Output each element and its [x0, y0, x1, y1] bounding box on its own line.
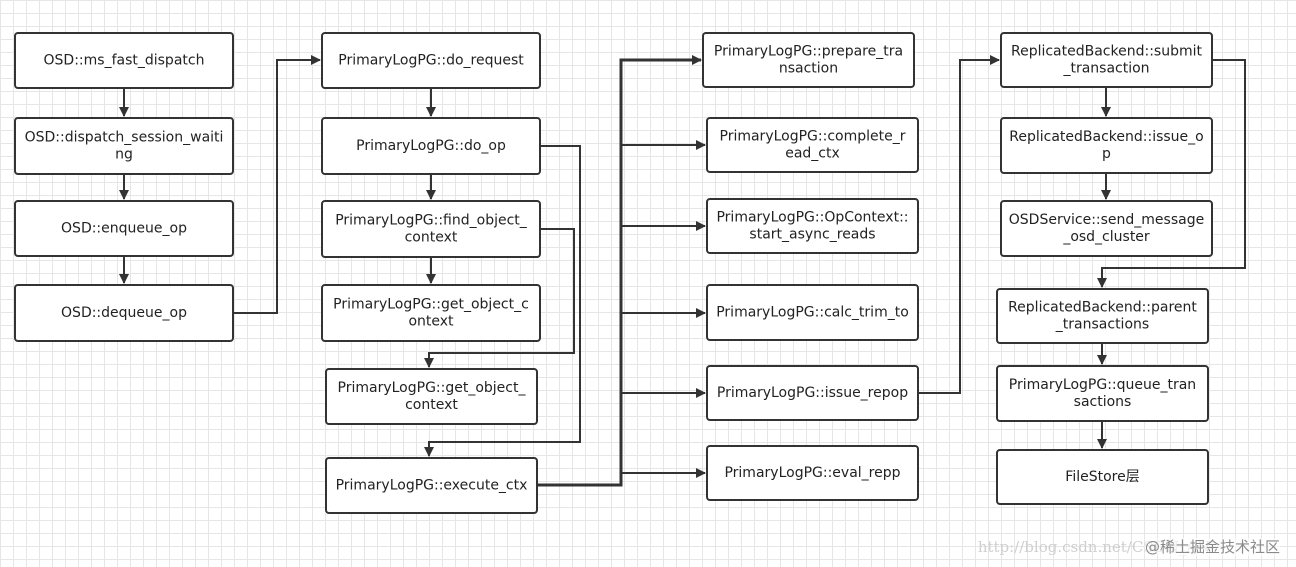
node-label-line: PrimaryLogPG::queue_tran: [1009, 377, 1196, 393]
node-label-line: FileStore层: [1065, 469, 1139, 485]
node-osdservice-send-message-osd-cluster: OSDService::send_message_osd_cluster: [1000, 200, 1213, 257]
node-layer: OSD::ms_fast_dispatchOSD::dispatch_sessi…: [14, 32, 1213, 514]
node-box: [996, 449, 1209, 505]
node-box: [706, 284, 919, 341]
node-filestore-layer: FileStore层: [996, 449, 1209, 505]
node-plpg-issue-repop: PrimaryLogPG::issue_repop: [706, 365, 919, 421]
node-box: [321, 200, 541, 258]
node-label-line: OSD::enqueue_op: [61, 221, 187, 237]
node-box: [1000, 32, 1213, 88]
node-plpg-queue-transactions: PrimaryLogPG::queue_transactions: [996, 365, 1209, 422]
node-box: [702, 32, 915, 88]
connector-layer: [119, 55, 1246, 487]
node-label-line: ng: [115, 147, 133, 163]
node-box: [996, 288, 1209, 344]
connector-plpg_execute_ctx-to-plpg_prepare_transaction: [537, 55, 702, 487]
node-box: [706, 117, 919, 173]
node-label-line: OSD::dequeue_op: [61, 305, 187, 321]
node-label-line: p: [1102, 146, 1111, 162]
watermark-brand: @稀土掘金技术社区: [1144, 538, 1280, 556]
node-osd-dequeue-op: OSD::dequeue_op: [14, 284, 234, 342]
node-label-line: ReplicatedBackend::issue_o: [1009, 129, 1203, 145]
node-rb-submit-transaction: ReplicatedBackend::submit_transaction: [1000, 32, 1213, 88]
node-plpg-prepare-transaction: PrimaryLogPG::prepare_transaction: [702, 32, 915, 88]
node-osd-fast-dispatch: OSD::ms_fast_dispatch: [14, 32, 234, 89]
watermark: http://blog.csdn.net/CSDN_AN @稀土掘金技术社区: [978, 536, 1280, 557]
node-box: [321, 284, 541, 342]
node-plpg-get-object-context-2: PrimaryLogPG::get_object_context: [325, 368, 538, 425]
node-label-line: _transaction: [1062, 61, 1149, 77]
node-plpg-get-object-context-1: PrimaryLogPG::get_object_context: [321, 284, 541, 342]
node-box: [14, 284, 234, 342]
node-plpg-complete-read-ctx: PrimaryLogPG::complete_read_ctx: [706, 117, 919, 173]
node-label-line: PrimaryLogPG::get_object_c: [333, 297, 529, 313]
node-label-line: PrimaryLogPG::complete_r: [720, 129, 906, 145]
node-label-line: _transactions: [1055, 317, 1149, 333]
node-label-line: sactions: [1074, 394, 1132, 410]
node-plpg-execute-ctx: PrimaryLogPG::execute_ctx: [325, 457, 538, 514]
node-label-line: ontext: [408, 314, 454, 330]
node-box: [706, 198, 919, 254]
node-plpg-start-async-reads: PrimaryLogPG::OpContext::start_async_rea…: [706, 198, 919, 254]
connector-plpg_find_object_context-to-plpg_get_object_context_2: [424, 228, 575, 368]
node-plpg-find-object-context: PrimaryLogPG::find_object_context: [321, 200, 541, 258]
node-label-line: nsaction: [779, 61, 838, 77]
node-box: [321, 32, 541, 89]
node-rb-parent-transactions: ReplicatedBackend::parent_transactions: [996, 288, 1209, 344]
node-label-line: PrimaryLogPG::eval_repp: [724, 465, 900, 481]
node-label-line: PrimaryLogPG::do_request: [338, 53, 524, 69]
node-label-line: PrimaryLogPG::OpContext::: [716, 210, 908, 226]
node-label-line: context: [405, 397, 458, 413]
node-box: [996, 365, 1209, 422]
node-box: [325, 368, 538, 425]
node-plpg-do-op: PrimaryLogPG::do_op: [321, 117, 541, 175]
node-box: [14, 200, 234, 257]
node-label-line: PrimaryLogPG::prepare_tra: [714, 44, 903, 60]
node-box: [1000, 117, 1213, 174]
node-box: [325, 457, 538, 514]
node-plpg-do-request: PrimaryLogPG::do_request: [321, 32, 541, 89]
node-label-line: PrimaryLogPG::issue_repop: [717, 385, 908, 401]
node-plpg-calc-trim-to: PrimaryLogPG::calc_trim_to: [706, 284, 919, 341]
node-label-line: context: [405, 230, 458, 246]
node-label-line: PrimaryLogPG::get_object_: [338, 380, 527, 396]
node-label-line: PrimaryLogPG::execute_ctx: [336, 478, 528, 494]
node-label-line: ReplicatedBackend::parent: [1008, 300, 1197, 316]
node-label-line: PrimaryLogPG::do_op: [356, 138, 506, 154]
connector-rb_submit_transaction-to-rb_parent_transactions: [1097, 59, 1246, 288]
node-label-line: ead_ctx: [785, 146, 840, 162]
node-label-line: OSD::ms_fast_dispatch: [44, 53, 205, 69]
node-box: [706, 445, 919, 501]
node-osd-enqueue-op: OSD::enqueue_op: [14, 200, 234, 257]
connector-plpg_do_op-to-plpg_execute_ctx: [424, 145, 581, 457]
node-label-line: ReplicatedBackend::submit: [1011, 44, 1203, 60]
node-box: [321, 117, 541, 175]
node-label-line: PrimaryLogPG::find_object_: [335, 213, 528, 229]
node-box: [14, 117, 234, 175]
connector-plpg_issue_repop-to-rb_submit_transaction: [918, 55, 1000, 394]
node-rb-issue-op: ReplicatedBackend::issue_op: [1000, 117, 1213, 174]
node-box: [14, 32, 234, 89]
node-box: [706, 365, 919, 421]
node-label-line: OSDService::send_message: [1009, 212, 1204, 228]
node-label-line: OSD::dispatch_session_waiti: [25, 130, 224, 146]
connector-osd_dequeue_op-to-plpg_do_request: [233, 55, 321, 314]
node-plpg-eval-repp: PrimaryLogPG::eval_repp: [706, 445, 919, 501]
node-box: [1000, 200, 1213, 257]
node-label-line: _osd_cluster: [1062, 229, 1150, 245]
node-label-line: PrimaryLogPG::calc_trim_to: [716, 305, 909, 321]
node-label-line: start_async_reads: [749, 227, 875, 243]
